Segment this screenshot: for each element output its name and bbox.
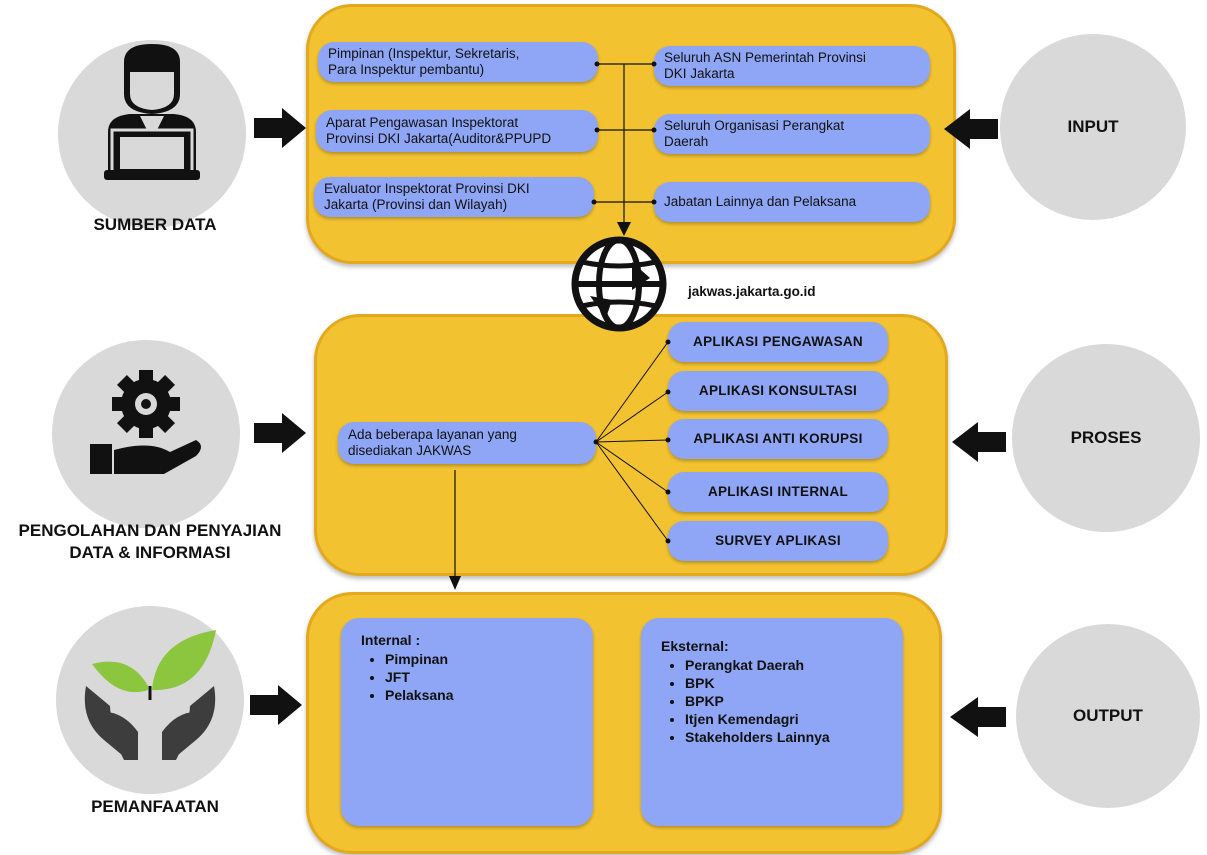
stage-circle-process: PROSES [1012, 344, 1200, 532]
stage-label-output: OUTPUT [1073, 706, 1143, 725]
arrow-right-icon [250, 108, 306, 725]
arrow-left-icon [944, 109, 1006, 737]
process-center-label: Ada beberapa layanan yang disediakan JAK… [348, 427, 517, 458]
input-item-label: Seluruh Organisasi Perangkat Daerah [664, 118, 845, 149]
list-item: JFT [385, 668, 573, 686]
stage-circle-input: INPUT [1000, 34, 1186, 220]
stage-circle-output: OUTPUT [1016, 624, 1200, 808]
app-internal: APLIKASI INTERNAL [668, 472, 888, 512]
list-item: Pelaksana [385, 686, 573, 704]
source-label-input: SUMBER DATA [93, 215, 217, 234]
app-anti-korupsi: APLIKASI ANTI KORUPSI [668, 419, 888, 459]
input-item-label: Seluruh ASN Pemerintah Provinsi DKI Jaka… [664, 50, 866, 81]
app-label: APLIKASI INTERNAL [707, 484, 849, 499]
internal-list: Pimpinan JFT Pelaksana [361, 650, 573, 704]
list-item: Stakeholders Lainnya [685, 728, 883, 746]
app-label: APLIKASI ANTI KORUPSI [693, 431, 863, 446]
user-laptop-icon [104, 44, 200, 180]
globe-icon [571, 236, 667, 332]
input-item-pimpinan: Pimpinan (Inspektur, Sekretaris, Para In… [318, 42, 598, 82]
website-url: jakwas.jakarta.go.id [688, 284, 816, 299]
external-title: Eksternal: [661, 638, 729, 654]
input-item-jabatan: Jabatan Lainnya dan Pelaksana [654, 182, 930, 222]
app-label: APLIKASI KONSULTASI [698, 383, 858, 398]
internal-box: Internal : Pimpinan JFT Pelaksana [341, 618, 593, 826]
input-item-asn: Seluruh ASN Pemerintah Provinsi DKI Jaka… [654, 46, 930, 86]
stage-label-process: PROSES [1070, 428, 1142, 447]
external-box: Eksternal: Perangkat Daerah BPK BPKP Itj… [641, 618, 903, 826]
source-label-process: PENGOLAHAN DAN PENYAJIAN DATA & INFORMAS… [18, 521, 282, 562]
process-center-item: Ada beberapa layanan yang disediakan JAK… [338, 422, 596, 464]
input-item-label: Evaluator Inspektorat Provinsi DKI Jakar… [324, 181, 530, 212]
app-label: SURVEY APLIKASI [715, 533, 841, 548]
app-pengawasan: APLIKASI PENGAWASAN [668, 322, 888, 362]
list-item: Perangkat Daerah [685, 656, 883, 674]
input-item-opd: Seluruh Organisasi Perangkat Daerah [654, 114, 930, 154]
internal-title: Internal : [361, 632, 421, 648]
app-survey: SURVEY APLIKASI [668, 521, 888, 561]
input-item-label: Aparat Pengawasan Inspektorat Provinsi D… [326, 115, 552, 146]
input-item-label: Jabatan Lainnya dan Pelaksana [664, 194, 857, 209]
stage-label-input: INPUT [1067, 117, 1119, 136]
app-konsultasi: APLIKASI KONSULTASI [668, 371, 888, 411]
list-item: BPK [685, 674, 883, 692]
input-item-evaluator: Evaluator Inspektorat Provinsi DKI Jakar… [314, 177, 594, 217]
input-item-label: Pimpinan (Inspektur, Sekretaris, Para In… [328, 46, 520, 77]
source-label-output: PEMANFAATAN [91, 797, 219, 816]
list-item: Itjen Kemendagri [685, 710, 883, 728]
plant-hands-icon [84, 630, 216, 760]
list-item: Pimpinan [385, 650, 573, 668]
app-label: APLIKASI PENGAWASAN [693, 334, 863, 349]
input-item-aparat: Aparat Pengawasan Inspektorat Provinsi D… [316, 110, 598, 152]
gear-hand-icon [90, 370, 201, 474]
external-list: Perangkat Daerah BPK BPKP Itjen Kemendag… [661, 656, 883, 746]
list-item: BPKP [685, 692, 883, 710]
